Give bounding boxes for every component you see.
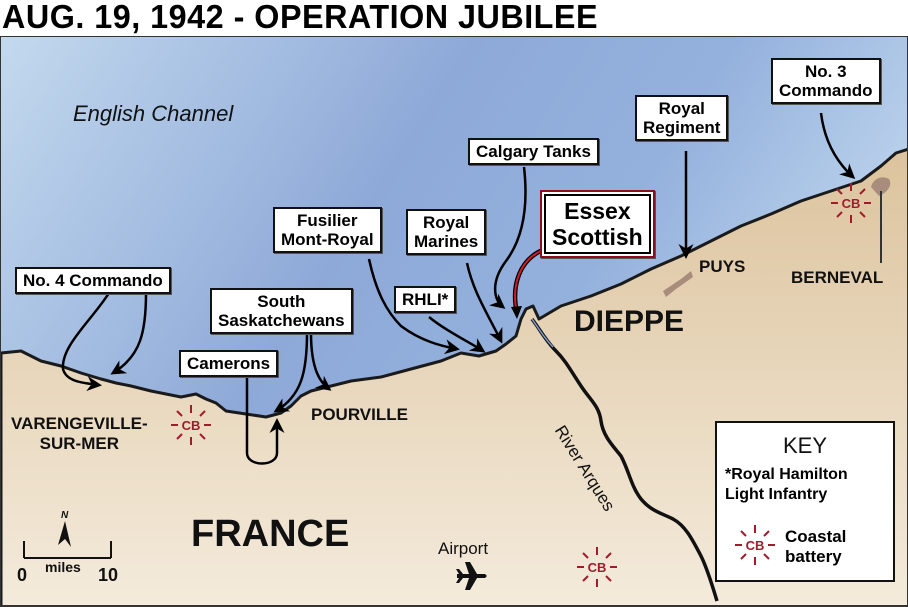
unit-calgary-tanks: Calgary Tanks [468, 138, 599, 165]
map-title: AUG. 19, 1942 - OPERATION JUBILEE [2, 0, 599, 35]
svg-text:CB: CB [182, 418, 201, 433]
airplane-icon [456, 565, 488, 589]
key-asterisk-line2: Light Infantry [725, 486, 828, 503]
key-coastal-battery-icon: CB [733, 523, 777, 567]
airport-label: Airport [438, 539, 489, 558]
svg-text:CB: CB [746, 538, 765, 553]
svg-text:CB: CB [588, 560, 607, 575]
key-battery-line2: battery [785, 547, 842, 566]
town-berneval: BERNEVAL [791, 268, 884, 287]
svg-text:CB: CB [842, 196, 861, 211]
unit-label-line2: Regiment [643, 118, 721, 137]
coastal-battery-icon: CB [829, 181, 873, 225]
unit-label-line2: Commando [779, 81, 873, 100]
town-varengeville-line1: VARENGEVILLE- [11, 414, 148, 433]
coastal-battery-icon: CB [169, 403, 213, 447]
town-varengeville-line2: SUR-MER [39, 434, 119, 453]
unit-no4-commando: No. 4 Commando [15, 267, 171, 294]
key-title: KEY [782, 433, 828, 458]
unit-label: No. 4 Commando [23, 271, 163, 290]
key-battery-line1: Coastal [785, 527, 847, 546]
unit-label-line1: South [257, 292, 306, 311]
unit-label-line2: Scottish [552, 224, 643, 250]
town-puys: PUYS [699, 257, 746, 276]
unit-label-line1: Royal [422, 213, 470, 232]
unit-label-line2: Marines [414, 232, 479, 251]
unit-camerons: Camerons [179, 350, 279, 377]
unit-label-line1: Fusilier [297, 211, 358, 230]
scale-end: 10 [98, 565, 119, 585]
town-pourville: POURVILLE [311, 405, 408, 424]
coastal-battery-icon: CB [575, 545, 619, 589]
unit-label: Camerons [187, 354, 271, 373]
unit-label-line1: Royal [658, 99, 705, 118]
town-dieppe: DIEPPE [574, 305, 685, 338]
unit-label-line1: Essex [564, 198, 631, 224]
town-varengeville: VARENGEVILLE-SUR-MER [11, 414, 148, 454]
scale-start: 0 [17, 565, 28, 585]
unit-label-line1: No. 3 [804, 62, 847, 81]
country-france: FRANCE [191, 513, 350, 555]
map-base [1, 37, 907, 605]
english-channel-label: English Channel [73, 101, 234, 126]
unit-label-line2: Mont-Royal [281, 230, 374, 249]
unit-label: Calgary Tanks [476, 142, 591, 161]
map-area: English Channel No. 4 Commando Camerons … [0, 36, 908, 607]
north-arrow-icon [55, 519, 73, 547]
unit-label-line2: Saskatchewans [218, 311, 345, 330]
north-arrow-label: N [61, 510, 69, 521]
unit-rhli: RHLI* [394, 286, 457, 313]
scale-unit: miles [45, 559, 81, 575]
key-asterisk-line1: *Royal Hamilton [725, 466, 848, 483]
unit-label: RHLI* [402, 290, 449, 309]
